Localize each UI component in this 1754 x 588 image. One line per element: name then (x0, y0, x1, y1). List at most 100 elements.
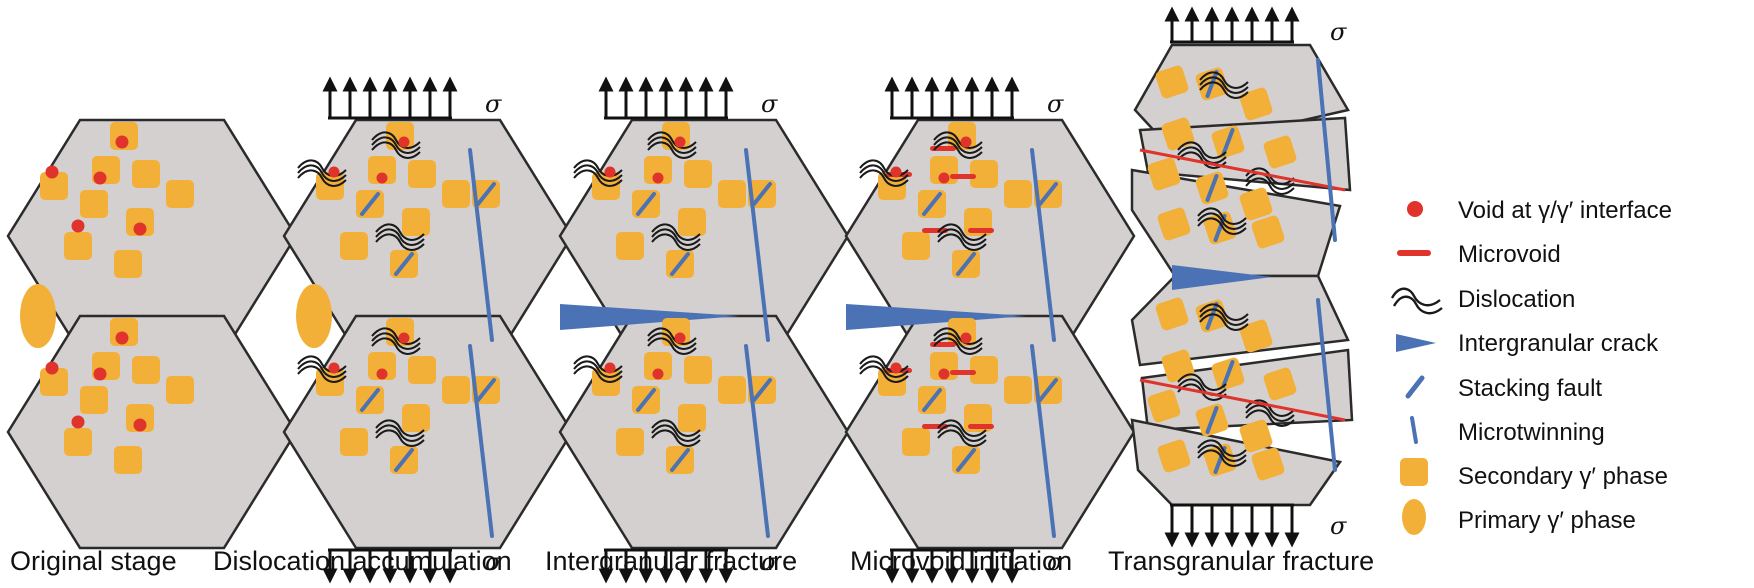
dislocation-line (1197, 212, 1247, 230)
stress-symbol: σ (761, 548, 778, 576)
arrows-top (884, 76, 1020, 120)
secondary-gamma-prime (1239, 319, 1273, 353)
secondary-gamma-prime (408, 160, 436, 188)
microvoid (968, 424, 994, 429)
dislocation-line (573, 365, 623, 383)
secondary-gamma-prime (1155, 297, 1189, 331)
void (328, 362, 340, 374)
secondary-gamma-prime (684, 160, 712, 188)
stacking-fault (1038, 182, 1058, 206)
stress-symbol: σ (761, 90, 778, 118)
stacking-fault (1205, 406, 1219, 434)
secondary-gamma-prime (718, 376, 746, 404)
secondary-gamma-prime (126, 404, 154, 432)
secondary-gamma-prime (902, 232, 930, 260)
dislocation-line (647, 136, 697, 154)
dislocation-line (1177, 141, 1227, 159)
dislocation-line (297, 164, 347, 182)
stage-microvoid: σ σ Microvoid initiation (844, 76, 1136, 584)
crack-legend-icon (1396, 334, 1436, 352)
intergranular-crack (846, 304, 1026, 330)
void (398, 136, 410, 148)
secondary-gamma-prime (718, 180, 746, 208)
dislocation-line (1197, 207, 1247, 225)
dislocation-line (647, 327, 697, 345)
secondary-gamma-prime (970, 160, 998, 188)
dislocation-line (651, 233, 701, 251)
legend: Void at γ/γ′ interface Microvoid Disloca… (1390, 197, 1672, 535)
dislocation-line (937, 233, 987, 251)
microvoid (930, 146, 956, 151)
stress-symbol: σ (485, 548, 502, 576)
arrows-top (598, 76, 734, 120)
secondary-gamma-prime (166, 180, 194, 208)
stress-symbol: σ (1047, 548, 1064, 576)
stacking-fault (1221, 360, 1235, 388)
secondary-gamma-prime (368, 156, 396, 184)
dislocation-line (1197, 217, 1247, 235)
legend-label: Dislocation (1458, 286, 1575, 313)
dislocation-line (859, 164, 909, 182)
dislocation-line (371, 136, 421, 154)
secondary-gamma-prime (114, 446, 142, 474)
voids (45, 331, 147, 432)
stacking-fault (1205, 70, 1219, 98)
stacking-fault-legend-icon (1405, 375, 1425, 399)
secondary-gamma-prime (1263, 367, 1297, 401)
secondary-gamma-prime (616, 232, 644, 260)
dislocations (297, 327, 425, 447)
dislocation-line (933, 141, 983, 159)
primary-gamma-prime (296, 284, 332, 348)
stacking-fault (360, 388, 380, 412)
dislocation-line (1199, 313, 1249, 331)
dislocation-line (933, 337, 983, 355)
secondary-gamma-prime (64, 232, 92, 260)
microvoid-legend-icon (1397, 250, 1431, 256)
dislocation-line (651, 419, 701, 437)
dislocation-line (1199, 303, 1249, 321)
dislocations (859, 131, 987, 251)
dislocation-line (297, 360, 347, 378)
dislocation-line (375, 233, 425, 251)
dislocation-line (859, 365, 909, 383)
legend-label: Stacking fault (1458, 375, 1602, 402)
dislocation-line (297, 169, 347, 187)
stage-transgranular: σ σ Transgranular fracture (1108, 6, 1374, 576)
void (604, 362, 616, 374)
dislocation-line (859, 360, 909, 378)
dislocation-line (1245, 409, 1295, 427)
dislocation-line (375, 419, 425, 437)
intergranular-crack (560, 304, 740, 330)
dislocation-line (1199, 76, 1249, 94)
stage-label: Dislocation accumulation (213, 546, 512, 576)
microtwinning (1030, 344, 1056, 538)
secondary-gamma-prime (132, 356, 160, 384)
stacking-fault (956, 448, 976, 472)
stacking-fault (1205, 174, 1219, 202)
dislocation-line (933, 327, 983, 345)
void (890, 362, 902, 374)
stacking-fault (1038, 378, 1058, 402)
void (45, 361, 59, 375)
microtwinning-legend-icon (1410, 416, 1418, 444)
precipitates (316, 122, 500, 278)
dislocation-line (933, 332, 983, 350)
secondary-gamma-prime (40, 172, 68, 200)
stage-original: Original stage (6, 118, 298, 576)
stacking-fault (752, 182, 772, 206)
stacking-fault (360, 192, 380, 216)
stacking-fault (394, 448, 414, 472)
secondary-gamma-prime (402, 208, 430, 236)
secondary-gamma-prime (1251, 447, 1285, 481)
secondary-gamma-prime (644, 352, 672, 380)
void (890, 166, 902, 178)
precipitates (592, 318, 776, 474)
secondary-gamma-prime (80, 190, 108, 218)
secondary-gamma-prime (970, 356, 998, 384)
dislocations (1177, 71, 1295, 235)
arrows-bottom (884, 548, 1020, 584)
secondary-gamma-prime (368, 352, 396, 380)
dislocation-line (647, 141, 697, 159)
secondary-gamma-prime (1239, 419, 1273, 453)
